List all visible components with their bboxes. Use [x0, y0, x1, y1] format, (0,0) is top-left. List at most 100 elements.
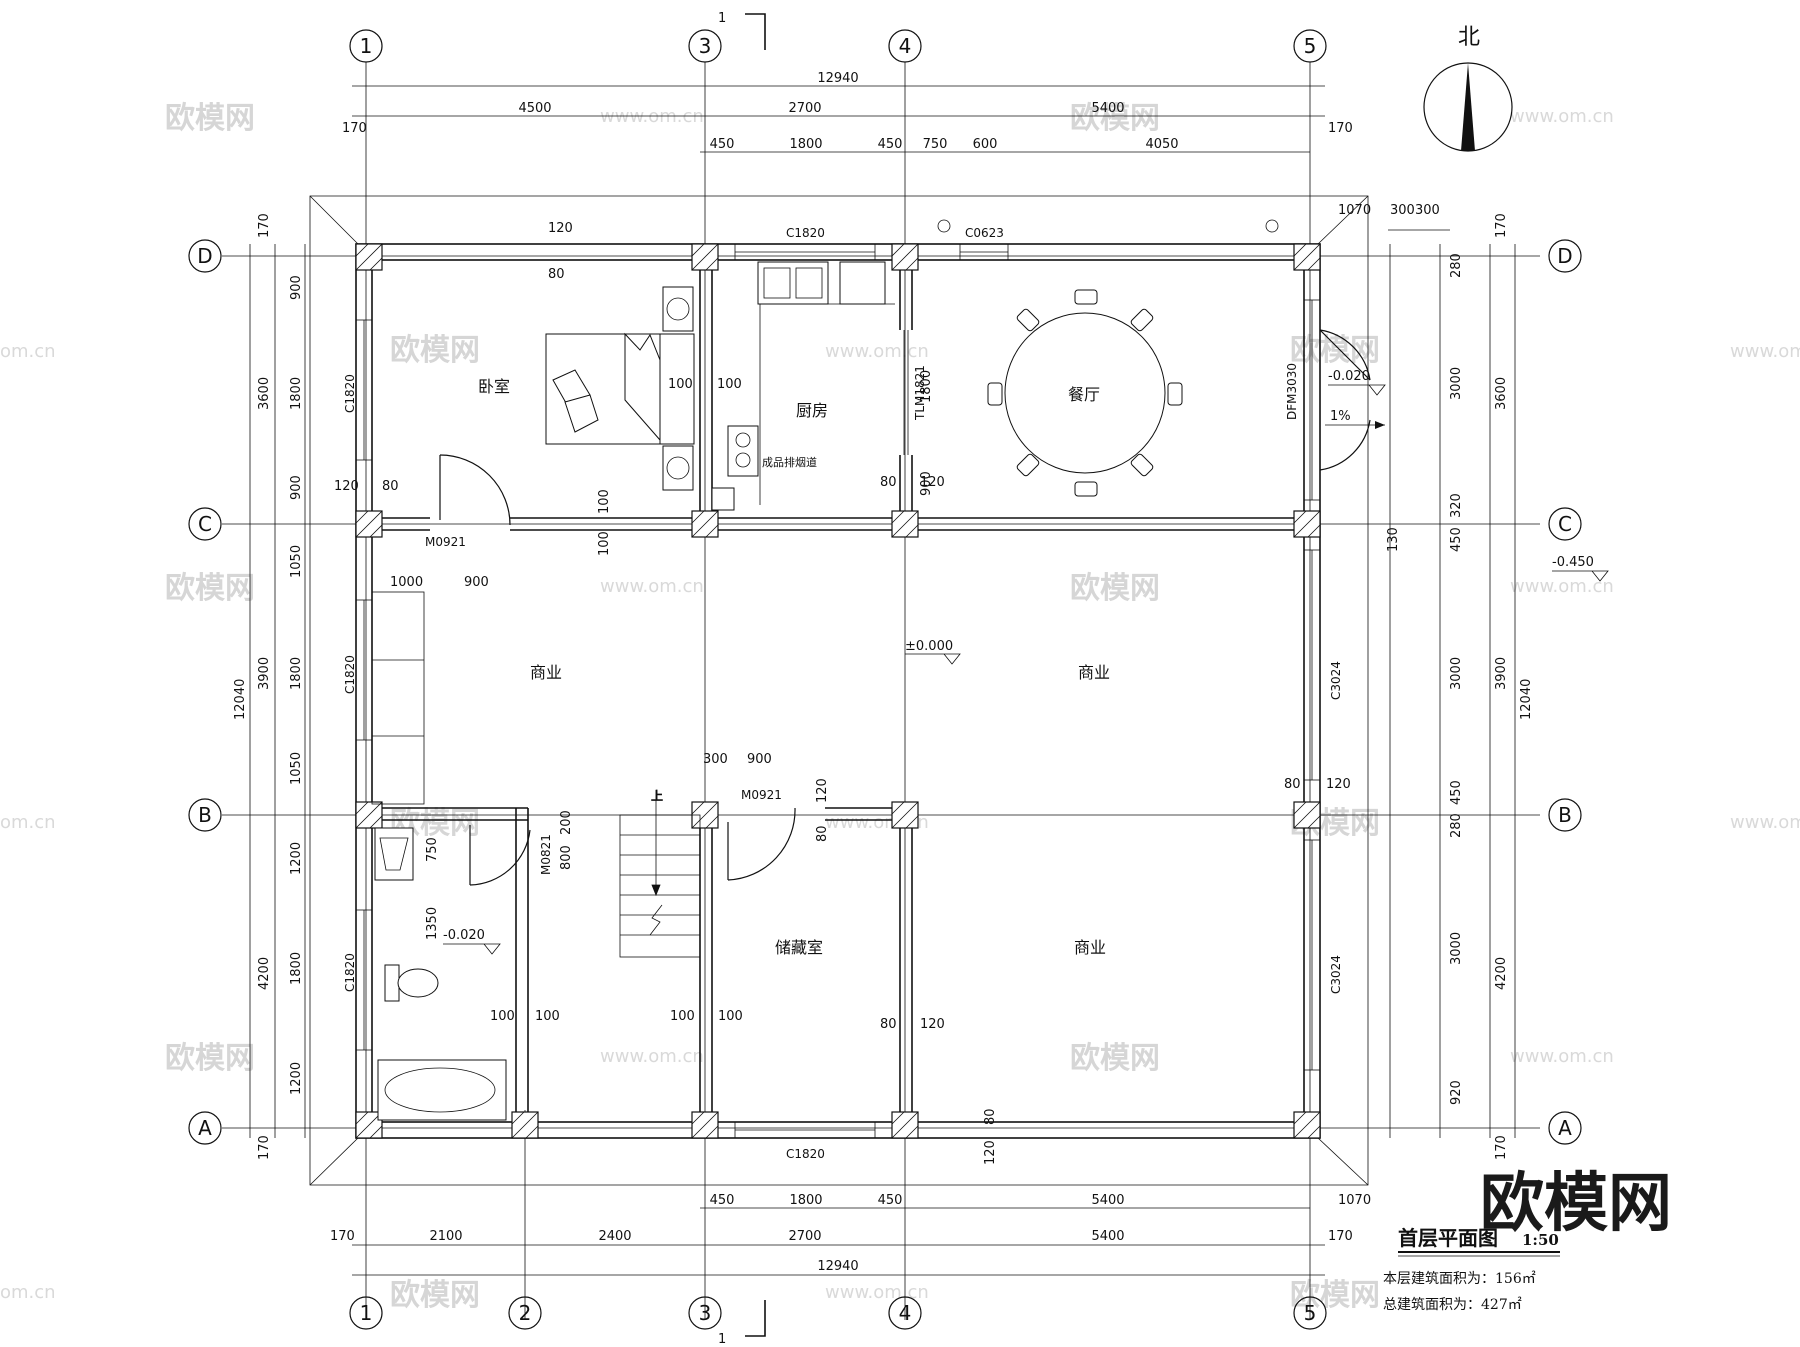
level-mark-bath: -0.020: [443, 928, 501, 955]
watermark-url: www.om.cn: [825, 1282, 929, 1303]
basin-icon: [374, 827, 414, 881]
watermark-url: www.om.cn: [1510, 576, 1614, 597]
svg-text:1050: 1050: [289, 752, 304, 785]
svg-text:1%: 1%: [1330, 409, 1351, 424]
door-label: M0921: [741, 788, 782, 802]
svg-text:3000: 3000: [1449, 657, 1464, 690]
axis-bubble-right-C: C: [1548, 507, 1582, 541]
svg-text:B: B: [198, 803, 212, 827]
svg-text:900: 900: [464, 575, 489, 590]
watermark-url: www.om.cn: [600, 576, 704, 597]
svg-text:A: A: [198, 1116, 212, 1140]
level-mark-ground: ±0.000: [905, 639, 961, 665]
axis-bubble-right-D: D: [1548, 239, 1582, 273]
watermark-logo: 欧模网: [165, 1041, 255, 1076]
opening-labels: C1820 C0623 C1820 M0921 M0921 C1820 C182…: [343, 226, 1343, 1161]
stove-icon: [727, 425, 759, 477]
window-label: C3024: [1329, 661, 1343, 700]
downpipe-icon: [937, 219, 951, 233]
svg-text:3600: 3600: [257, 377, 272, 410]
svg-text:1800: 1800: [289, 377, 304, 410]
axis-bubble-bottom-1: 1: [349, 1296, 383, 1330]
svg-text:3900: 3900: [1494, 657, 1509, 690]
axis-bubble-left-C: C: [188, 507, 222, 541]
toilet-icon: [384, 964, 400, 1002]
svg-text:D: D: [197, 244, 212, 268]
room-label-commercial: 商业: [1078, 663, 1110, 682]
room-label-dining: 餐厅: [1068, 385, 1100, 404]
svg-text:A: A: [1558, 1116, 1572, 1140]
svg-text:170: 170: [1494, 1135, 1509, 1160]
eave-outline: [309, 195, 1369, 1186]
dimension-lines: [249, 85, 1516, 1276]
svg-text:800: 800: [559, 845, 574, 870]
fridge-icon: [839, 261, 886, 305]
svg-text:80: 80: [382, 479, 399, 494]
watermark-url: www.om.cn: [600, 106, 704, 127]
svg-text:1: 1: [360, 1301, 373, 1325]
svg-text:120: 120: [548, 221, 573, 236]
svg-text:80: 80: [548, 267, 565, 282]
axis-bubble-top-4: 4: [888, 29, 922, 63]
floor-area-label: 本层建筑面积为：156㎡: [1383, 1271, 1536, 1287]
svg-text:120: 120: [920, 1017, 945, 1032]
svg-text:300: 300: [703, 752, 728, 767]
stair-up-label: 上: [651, 789, 663, 803]
axis-bubble-bottom-3: 3: [688, 1296, 722, 1330]
axis-bubble-top-3: 3: [688, 29, 722, 63]
svg-text:170: 170: [1328, 121, 1353, 136]
svg-text:920: 920: [1449, 1080, 1464, 1105]
flue-label: 成品排烟道: [762, 455, 817, 469]
svg-text:900: 900: [919, 471, 934, 496]
svg-text:900: 900: [289, 275, 304, 300]
svg-text:3600: 3600: [1494, 377, 1509, 410]
kitchen-fixtures: 成品排烟道: [711, 261, 895, 511]
title-block: 欧模网 首层平面图 1:50 本层建筑面积为：156㎡ 总建筑面积为：427㎡: [1383, 1167, 1672, 1313]
svg-text:4: 4: [899, 34, 912, 58]
level-markers: ±0.000 -0.020 -0.020 1% -0.450: [443, 369, 1609, 955]
svg-text:450: 450: [1449, 780, 1464, 805]
svg-text:750: 750: [923, 137, 948, 152]
section-mark-bottom: 1: [718, 1300, 766, 1347]
svg-text:170: 170: [342, 121, 367, 136]
doors: [439, 329, 1371, 886]
dimension-text: 12940 170 4500 2700 5400 170 450 1800 45…: [233, 71, 1534, 1274]
room-label-commercial: 商业: [530, 663, 562, 682]
drawing-scale: 1:50: [1522, 1231, 1559, 1249]
staircase: 上: [619, 789, 701, 958]
svg-text:±0.000: ±0.000: [905, 639, 953, 654]
round-table: [1004, 312, 1166, 474]
svg-text:4: 4: [899, 1301, 912, 1325]
svg-text:1200: 1200: [289, 1062, 304, 1095]
svg-text:2100: 2100: [429, 1229, 462, 1244]
svg-text:120: 120: [1326, 777, 1351, 792]
svg-text:5400: 5400: [1091, 1193, 1124, 1208]
dim-total-bottom: 12940: [817, 1259, 858, 1274]
watermark-url: www.om.cn: [1730, 341, 1800, 362]
door-label: DFM3030: [1285, 363, 1299, 420]
svg-text:80: 80: [1284, 777, 1301, 792]
svg-text:1000: 1000: [390, 575, 423, 590]
svg-text:1: 1: [360, 34, 373, 58]
svg-text:4200: 4200: [257, 957, 272, 990]
window-label: C1820: [343, 374, 357, 413]
svg-text:120: 120: [334, 479, 359, 494]
svg-text:2700: 2700: [788, 1229, 821, 1244]
svg-text:-0.020: -0.020: [443, 928, 485, 943]
svg-text:100: 100: [670, 1009, 695, 1024]
svg-text:5400: 5400: [1091, 1229, 1124, 1244]
svg-text:2400: 2400: [598, 1229, 631, 1244]
watermark-url: om.cn: [0, 812, 56, 833]
downpipe-icon: [1265, 219, 1279, 233]
axis-bubble-left-B: B: [188, 798, 222, 832]
svg-text:100: 100: [535, 1009, 560, 1024]
svg-text:170: 170: [1328, 1229, 1353, 1244]
svg-text:170: 170: [330, 1229, 355, 1244]
svg-text:-0.450: -0.450: [1552, 555, 1594, 570]
axis-bubble-bottom-2: 2: [508, 1296, 542, 1330]
axis-bubble-right-A: A: [1548, 1111, 1582, 1145]
svg-text:80: 80: [880, 475, 897, 490]
window-label: C1820: [786, 1147, 825, 1161]
bed: [545, 286, 695, 491]
svg-text:130: 130: [1386, 527, 1401, 552]
